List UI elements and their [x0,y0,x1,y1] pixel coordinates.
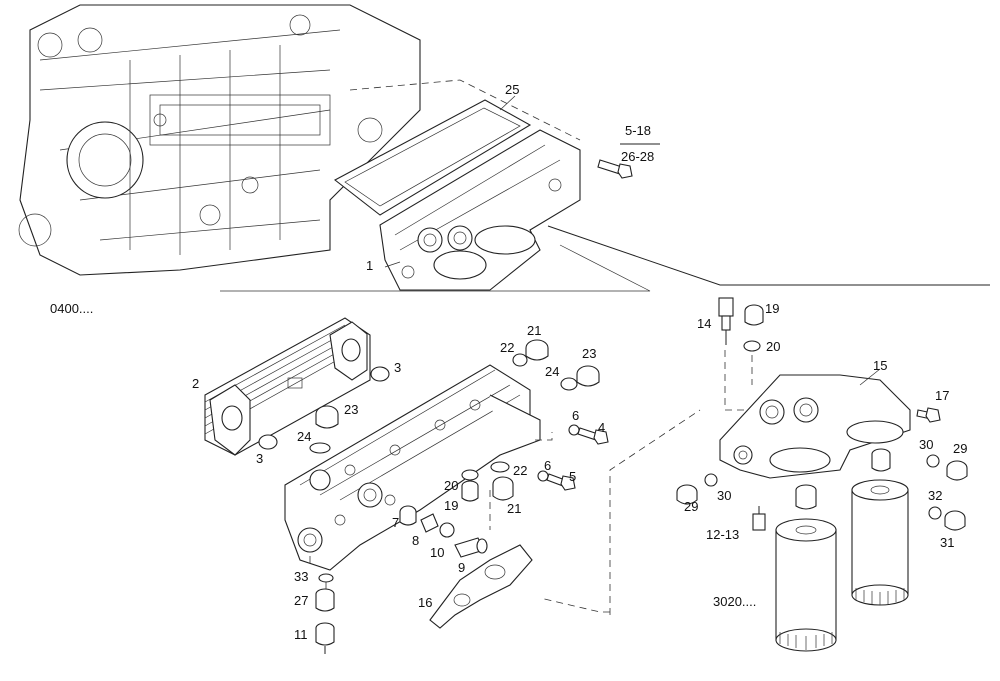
o-ring-3-lower [258,434,278,450]
sensor-11 [315,622,335,654]
label-8: 8 [412,533,420,548]
label-22-upper: 22 [500,340,515,355]
valve-9 [454,537,488,558]
plug-29-right [946,460,968,481]
label-2: 2 [192,376,200,391]
washer-20 [461,469,479,481]
label-31: 31 [940,535,955,550]
filter-head-15 [719,374,911,479]
plug-23-left [315,405,339,429]
plug-27 [315,588,335,612]
label-23-left: 23 [344,402,359,417]
label-24-upper: 24 [545,364,560,379]
oil-filter-left [775,518,837,652]
label-0400: 0400.... [50,301,94,316]
label-21-lower: 21 [507,501,522,516]
label-32: 32 [928,488,943,503]
nipple-left [795,484,817,510]
label-3-upper: 3 [394,360,402,375]
plug-21-lower [492,476,514,501]
washer-22-upper [512,353,528,367]
nipple-right [871,448,891,472]
label-19-right: 19 [765,301,780,316]
label-6-lower: 6 [544,458,552,473]
washer-22-lower [490,461,510,473]
sensor-14 [718,297,734,345]
gasket-16 [429,544,533,629]
label-26-28: 26-28 [621,149,655,164]
label-23-upper: 23 [582,346,597,361]
label-15: 15 [873,358,888,373]
label-24-left: 24 [297,429,312,444]
label-5: 5 [569,469,577,484]
label-16: 16 [418,595,433,610]
fitting-7 [399,505,417,526]
plug-21-upper [525,339,549,361]
oil-filter-right [851,479,909,606]
label-17: 17 [935,388,950,403]
label-10: 10 [430,545,445,560]
label-33: 33 [294,569,309,584]
screw-17 [916,407,941,423]
screw-4 [577,427,609,445]
washer-30-left [704,473,718,487]
label-12-13: 12-13 [706,527,740,542]
washer-30-right [926,454,940,468]
housing-assembly-1 [379,129,581,291]
washer-20-right [743,340,761,352]
washer-24-upper [560,377,578,391]
label-30-left: 30 [717,488,732,503]
label-7: 7 [392,515,400,530]
label-3-lower: 3 [256,451,264,466]
label-5-18: 5-18 [625,123,652,138]
valve-12-13 [752,506,766,531]
screw-5 [546,473,576,491]
label-27: 27 [294,593,309,608]
engine-block [18,4,421,276]
o-ring-10 [439,522,455,538]
label-21-upper: 21 [527,323,542,338]
plug-19 [461,480,479,502]
label-19: 19 [444,498,459,513]
label-9: 9 [458,560,466,575]
o-ring-3-upper [370,366,390,382]
plug-29-left [676,484,698,505]
washer-33 [318,573,334,583]
heat-exchanger-2 [204,317,371,456]
label-30-right: 30 [919,437,934,452]
label-29-right: 29 [953,441,968,456]
label-29-left: 29 [684,499,699,514]
plug-23-upper [576,365,600,387]
label-25: 25 [505,82,520,97]
plug-19-right [744,304,764,326]
label-14: 14 [697,316,712,331]
screw-26-28 [597,159,633,179]
washer-24-left [309,442,331,454]
washer-6-upper [568,424,580,436]
label-6-upper: 6 [572,408,580,423]
gasket-25 [333,99,532,216]
oil-filter-housing-detail [284,364,541,571]
label-11: 11 [294,627,308,642]
sleeve-8 [420,513,439,533]
label-4: 4 [598,420,606,435]
plug-31 [944,510,966,531]
washer-32 [928,506,942,520]
label-3020: 3020.... [713,594,757,609]
label-20-right: 20 [766,339,781,354]
label-1: 1 [366,258,374,273]
label-20: 20 [444,478,459,493]
label-22-lower: 22 [513,463,528,478]
